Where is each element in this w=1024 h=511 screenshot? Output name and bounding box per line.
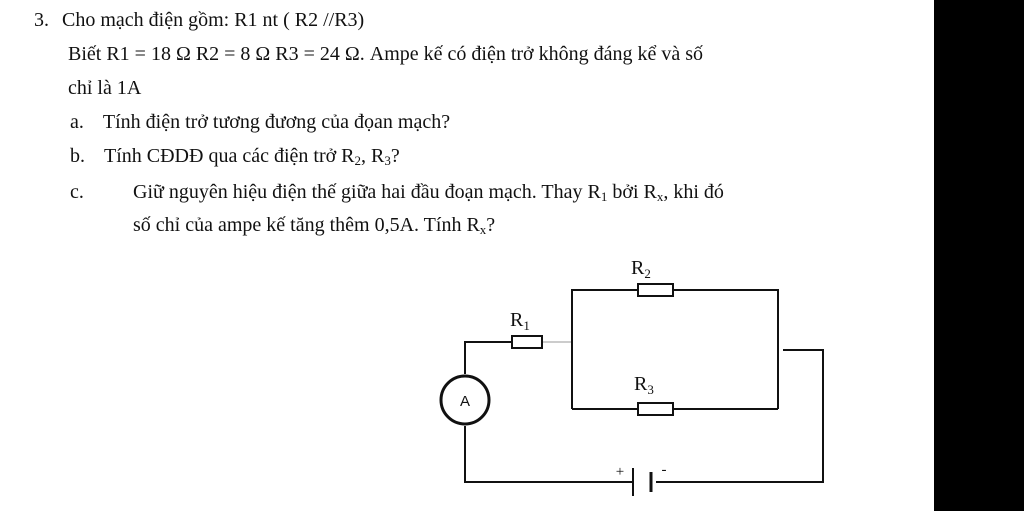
part-a-text: Tính điện trở tương đương của đọan mạch? <box>102 111 451 133</box>
r3-resistor <box>637 402 674 416</box>
part-b-label: b. <box>70 145 85 167</box>
battery-plus: + <box>616 464 624 480</box>
r3-label: R3 <box>634 373 654 397</box>
question-heading: 3. Cho mạch điện gồm: R1 nt ( R2 //R3) <box>34 8 364 32</box>
r2-resistor <box>637 283 674 297</box>
circuit-wires <box>464 289 824 483</box>
r1-label: R1 <box>510 309 530 333</box>
part-a: a. Tính điện trở tương đương của đọan mạ… <box>70 110 450 134</box>
part-c-line-1: Giữ nguyên hiệu điện thế giữa hai đầu đo… <box>133 181 724 204</box>
question-title: Cho mạch điện gồm: R1 nt ( R2 //R3) <box>62 9 365 31</box>
given-line-2: chỉ là 1A <box>68 77 142 99</box>
given-line-1: Biết R1 = 18 Ω R2 = 8 Ω R3 = 24 Ω. Ampe … <box>68 43 704 65</box>
circuit-diagram: A + - R1 R2 R3 <box>439 257 824 496</box>
part-b-text: Tính CĐDĐ qua các điện trở R2, R3? <box>104 145 400 168</box>
part-b: b. Tính CĐDĐ qua các điện trở R2, R3? <box>70 144 400 168</box>
ammeter-label: A <box>460 393 470 410</box>
part-c-line-2: số chỉ của ampe kế tăng thêm 0,5A. Tính … <box>133 214 496 237</box>
question-number: 3. <box>34 9 49 31</box>
ammeter-icon <box>439 374 491 426</box>
part-a-label: a. <box>70 111 84 133</box>
r1-resistor <box>511 335 543 349</box>
document-page: 3. Cho mạch điện gồm: R1 nt ( R2 //R3) B… <box>0 0 934 511</box>
r2-label: R2 <box>631 257 651 281</box>
battery-minus: - <box>662 462 667 478</box>
part-c-label: c. <box>70 181 84 203</box>
